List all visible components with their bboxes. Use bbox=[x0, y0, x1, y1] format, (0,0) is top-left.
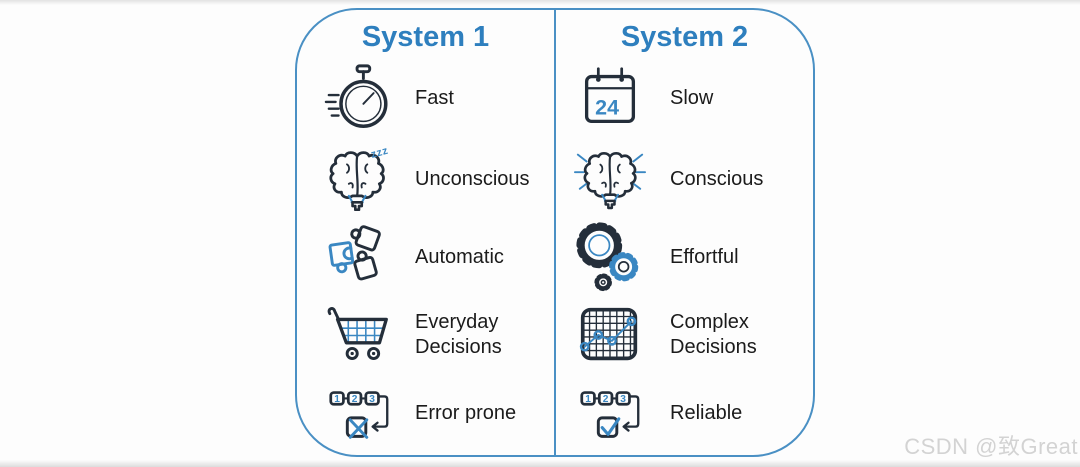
column-divider bbox=[554, 10, 556, 455]
feature-label-conscious: Conscious bbox=[670, 167, 764, 190]
comparison-panel: System 1 Fast bbox=[295, 8, 815, 457]
system-1-title: System 1 bbox=[361, 21, 490, 53]
row-unconscious: zzz Unconscious bbox=[297, 140, 554, 218]
feature-label-everyday-decisions: Everyday Decisions bbox=[415, 311, 502, 358]
system-1-rows: Fast zzz Unconscious bbox=[297, 56, 554, 452]
step-2-number: 2 bbox=[352, 394, 358, 405]
feature-label-unconscious: Unconscious bbox=[415, 167, 530, 190]
feature-label-slow: Slow bbox=[670, 86, 714, 109]
calendar-day-text: 24 bbox=[595, 96, 619, 120]
feature-label-effortful: Effortful bbox=[670, 245, 739, 268]
sequence-check-icon: 1 2 3 bbox=[564, 376, 656, 450]
row-conscious: Conscious bbox=[556, 140, 813, 218]
step-1-number: 1 bbox=[585, 394, 591, 405]
feature-label-fast: Fast bbox=[415, 86, 454, 109]
feature-label-automatic: Automatic bbox=[415, 245, 504, 268]
system-1-column: System 1 Fast bbox=[297, 10, 554, 455]
puzzle-pieces-icon bbox=[313, 220, 405, 294]
feature-label-complex-decisions: Complex Decisions bbox=[670, 311, 757, 358]
row-slow: 24 Slow bbox=[556, 56, 813, 140]
feature-label-error-prone: Error prone bbox=[415, 401, 517, 424]
feature-label-reliable: Reliable bbox=[670, 401, 743, 424]
system-2-column: System 2 24 Slow bbox=[556, 10, 813, 455]
step-3-number: 3 bbox=[369, 394, 375, 405]
row-reliable: 1 2 3 Reliable bbox=[556, 374, 813, 452]
step-2-number: 2 bbox=[603, 394, 609, 405]
row-effortful: Effortful bbox=[556, 218, 813, 296]
shopping-cart-icon bbox=[313, 298, 405, 372]
stopwatch-icon bbox=[313, 61, 405, 135]
row-automatic: Automatic bbox=[297, 218, 554, 296]
sleeping-brain-icon: zzz bbox=[313, 142, 405, 216]
row-everyday-decisions: Everyday Decisions bbox=[297, 296, 554, 374]
step-1-number: 1 bbox=[334, 394, 340, 405]
grid-chart-icon bbox=[564, 298, 656, 372]
watermark-text: CSDN @致Great bbox=[904, 434, 1078, 459]
step-3-number: 3 bbox=[620, 394, 626, 405]
system-2-title: System 2 bbox=[620, 21, 749, 53]
page-top-shade bbox=[0, 0, 1080, 5]
zzz-text: zzz bbox=[370, 145, 390, 161]
row-complex-decisions: Complex Decisions bbox=[556, 296, 813, 374]
sequence-error-icon: 1 2 3 bbox=[313, 376, 405, 450]
system-2-rows: 24 Slow Conscious bbox=[556, 56, 813, 452]
radiant-brain-icon bbox=[564, 142, 656, 216]
page-bottom-shade bbox=[0, 460, 1080, 467]
calendar-icon: 24 bbox=[564, 61, 656, 135]
row-error-prone: 1 2 3 Error prone bbox=[297, 374, 554, 452]
row-fast: Fast bbox=[297, 56, 554, 140]
gears-icon bbox=[564, 220, 656, 294]
